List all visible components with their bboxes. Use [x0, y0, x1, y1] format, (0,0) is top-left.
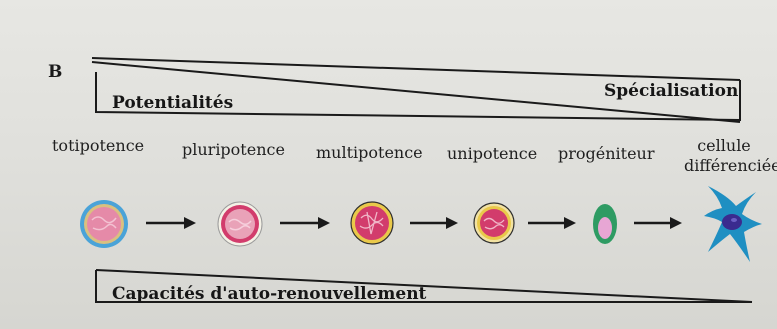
stage-label-cellule-differenciee: cellule différenciée [684, 136, 764, 176]
multipotent-cell-icon [349, 200, 395, 246]
stage-label-multipotence: multipotence [316, 143, 423, 163]
stage-label-unipotence: unipotence [447, 144, 537, 164]
stage-label-line1: cellule [684, 136, 764, 156]
arrow-icon-3 [410, 216, 458, 230]
pluripotent-cell-icon [216, 200, 264, 248]
progenitor-cell-icon [591, 202, 619, 246]
arrow-icon-2 [280, 216, 330, 230]
top-band-upper-edge [92, 58, 740, 80]
stage-label-line2: différenciée [684, 156, 764, 176]
potentialites-label: Potentialités [112, 93, 233, 113]
auto-renouvellement-label: Capacités d'auto-renouvellement [112, 284, 426, 304]
differentiated-cell-icon [698, 182, 764, 266]
stage-label-progeniteur: progéniteur [558, 144, 655, 164]
stage-label-totipotence: totipotence [52, 136, 144, 156]
specialisation-label: Spécialisation [604, 81, 738, 101]
totipotent-cell-icon [78, 198, 130, 250]
arrow-icon-5 [634, 216, 682, 230]
stage-label-pluripotence: pluripotence [182, 140, 285, 160]
arrow-icon-4 [528, 216, 576, 230]
unipotent-cell-icon [472, 201, 516, 245]
arrow-icon-1 [146, 216, 196, 230]
